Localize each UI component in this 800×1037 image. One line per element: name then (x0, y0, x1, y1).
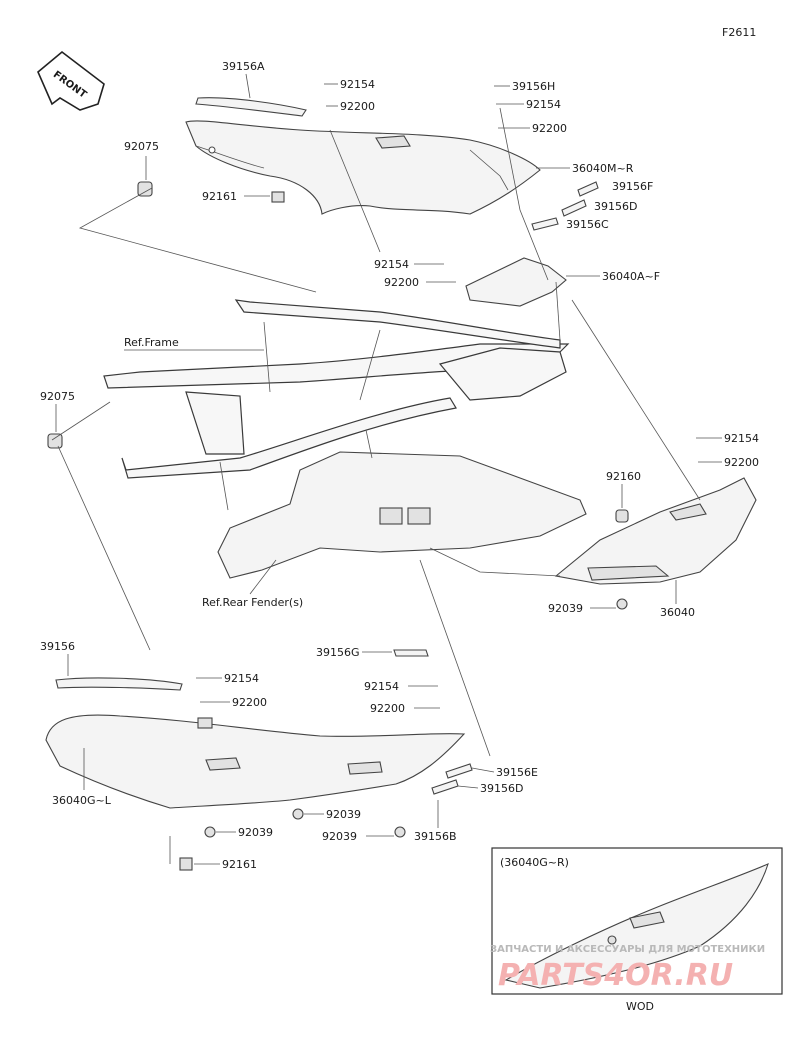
watermark-top-text: ЗАПЧАСТИ И АКСЕССУАРЫ ДЛЯ МОТОТЕХНИКИ (490, 944, 765, 955)
screw-92039-tail (616, 598, 628, 610)
callout-39156F: 39156F (612, 180, 653, 193)
grommet-92075-upper (137, 181, 153, 197)
callout-39156E: 39156E (496, 766, 538, 779)
inset-box: (36040G~R) WOD (491, 847, 783, 1013)
callout-92154-a: 92154 (340, 78, 375, 91)
ref-rear-fender-label: Ref.Rear Fender(s) (202, 596, 303, 609)
seat-trim-39156 (55, 677, 183, 691)
rear-subframe (103, 299, 570, 511)
watermark: ЗАПЧАСТИ И АКСЕССУАРЫ ДЛЯ МОТОТЕХНИКИ PA… (490, 944, 765, 993)
callout-92161-a: 92161 (202, 190, 237, 203)
tail-bracket-36040A-F (465, 257, 567, 307)
callout-39156H: 39156H (512, 80, 555, 93)
callout-36040M-R: 36040M~R (572, 162, 634, 175)
callout-39156D-a: 39156D (594, 200, 637, 213)
clip-92161-lower (179, 857, 193, 871)
callout-92154-e: 92154 (224, 672, 259, 685)
callout-92160: 92160 (606, 470, 641, 483)
callout-92154-b: 92154 (526, 98, 561, 111)
callout-39156: 39156 (40, 640, 75, 653)
inset-title: (36040G~R) (500, 856, 569, 869)
lower-side-cover (45, 714, 466, 809)
seat-trim-39156A (195, 97, 307, 117)
callout-92154-c: 92154 (374, 258, 409, 271)
ref-frame-label: Ref.Frame (124, 336, 179, 349)
callout-92200-a: 92200 (340, 100, 375, 113)
trim-39156D-lower (431, 779, 459, 795)
leader-lines (51, 107, 701, 864)
callout-92039-c: 92039 (238, 826, 273, 839)
callout-labels: 39156A 92154 92200 39156H 92154 92200 92… (40, 60, 759, 871)
upper-seat-cowl (185, 120, 541, 215)
callout-92200-d: 92200 (724, 456, 759, 469)
callout-92039-d: 92039 (322, 830, 357, 843)
rear-tail-cowl (554, 477, 757, 585)
screw-92039-b (292, 808, 304, 820)
clip-92161-upper (271, 191, 285, 203)
grommet-92075-lower (47, 433, 63, 449)
callout-39156A: 39156A (222, 60, 265, 73)
callout-92039-a: 92039 (548, 602, 583, 615)
callout-92200-b: 92200 (532, 122, 567, 135)
callout-92075-b: 92075 (40, 390, 75, 403)
callout-39156D-b: 39156D (480, 782, 523, 795)
trim-39156E (445, 763, 473, 779)
callout-36040G-L: 36040G~L (52, 794, 112, 807)
callout-39156B: 39156B (414, 830, 457, 843)
front-arrow-icon: FRONT (37, 50, 105, 111)
callout-36040: 36040 (660, 606, 695, 619)
callout-39156C: 39156C (566, 218, 609, 231)
watermark-logo: PARTS4OR.RU (498, 958, 733, 993)
callout-92200-c: 92200 (384, 276, 419, 289)
callout-36040A-F: 36040A~F (602, 270, 660, 283)
callout-92200-e: 92200 (232, 696, 267, 709)
callout-92200-f: 92200 (370, 702, 405, 715)
callout-39156G: 39156G (316, 646, 360, 659)
screw-92039-c (204, 826, 216, 838)
inset-caption: WOD (626, 1000, 654, 1013)
grommet-92160 (615, 509, 629, 523)
callout-92039-b: 92039 (326, 808, 361, 821)
callout-92154-d: 92154 (724, 432, 759, 445)
clip-lower-a (197, 717, 213, 729)
callout-92154-f: 92154 (364, 680, 399, 693)
callout-92075-a: 92075 (124, 140, 159, 153)
callout-92161-b: 92161 (222, 858, 257, 871)
figure-id: F2611 (722, 26, 756, 39)
screw-92039-d (394, 826, 406, 838)
rear-fender (217, 429, 587, 579)
